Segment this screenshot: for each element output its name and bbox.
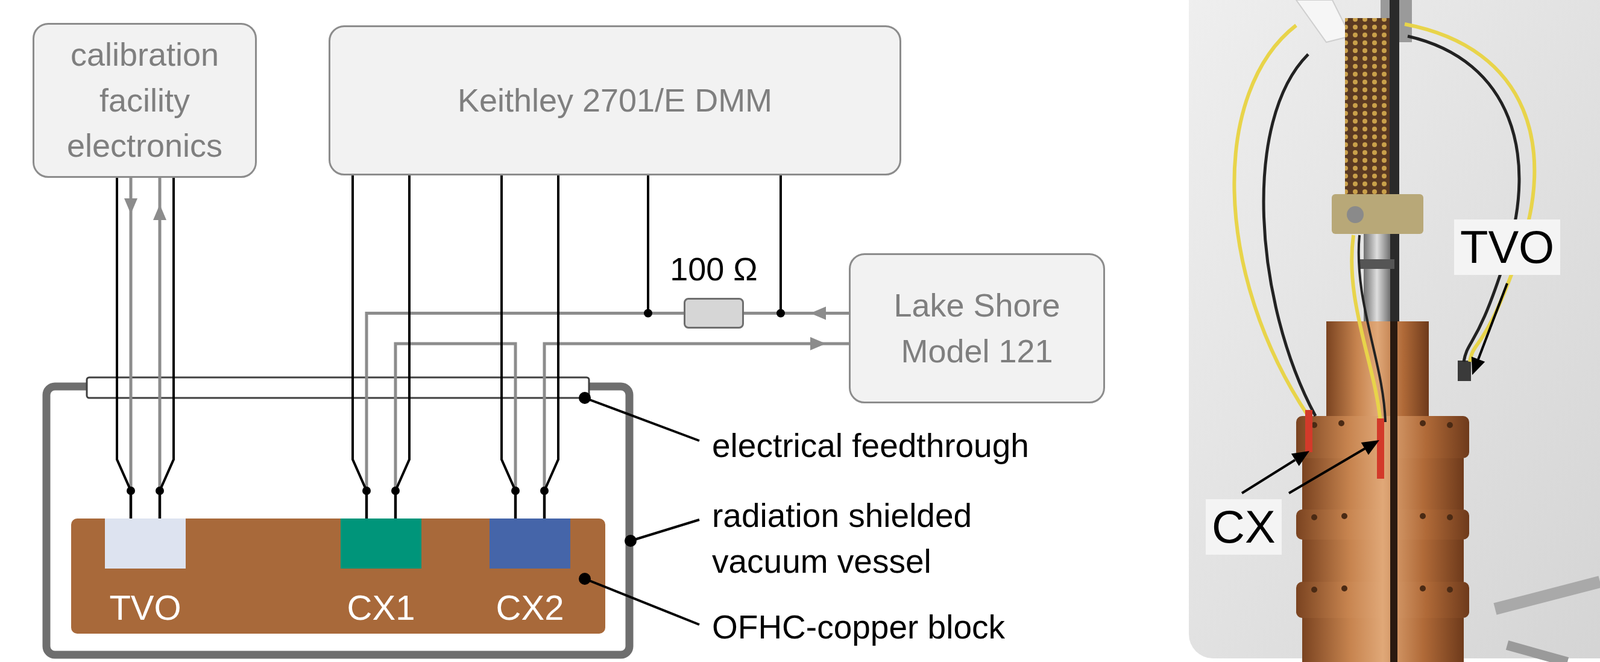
part-label: CX2 bbox=[496, 587, 565, 629]
part-label: CX1 bbox=[347, 587, 416, 629]
photo-label: TVO bbox=[1454, 219, 1561, 275]
arrow-head bbox=[124, 198, 138, 215]
feedthrough bbox=[86, 377, 589, 398]
arrow-head bbox=[810, 306, 826, 321]
box-label: calibration facility electronics bbox=[44, 31, 245, 169]
junction-dot bbox=[511, 486, 520, 495]
junction-dot bbox=[362, 486, 371, 495]
photo bbox=[1188, 0, 1600, 662]
voltage-wire bbox=[159, 177, 174, 519]
sensor-tvo: TVO bbox=[104, 518, 186, 569]
junction-dot bbox=[540, 486, 549, 495]
current-wires bbox=[130, 177, 849, 519]
junction-dot bbox=[126, 486, 136, 495]
wire-connector bbox=[743, 312, 849, 314]
voltage-wire bbox=[395, 175, 410, 519]
part-label: 100 Ω bbox=[669, 250, 758, 288]
junction-dot bbox=[155, 486, 164, 495]
voltage-wire bbox=[501, 175, 516, 519]
part-label: OFHC-copper block bbox=[711, 604, 1005, 651]
part-label: electrical feedthrough bbox=[711, 423, 1030, 470]
box-label: Keithley 2701/E DMM bbox=[457, 77, 773, 124]
resistor-symbol: 100 Ω bbox=[683, 297, 744, 329]
box-label: Lake Shore Model 121 bbox=[860, 282, 1093, 374]
wire-connector bbox=[395, 343, 516, 519]
current-wire bbox=[158, 177, 162, 519]
current-source-box: Lake Shore Model 121 bbox=[848, 253, 1106, 404]
voltage-wire bbox=[352, 175, 367, 519]
multimeter-box: Keithley 2701/E DMM bbox=[328, 25, 902, 176]
voltage-wire bbox=[116, 177, 131, 519]
sensor-cx: CX1 bbox=[340, 518, 422, 569]
voltage-wire bbox=[544, 175, 559, 519]
junction-dot bbox=[391, 486, 400, 495]
junction-dot bbox=[776, 309, 785, 318]
current-wire bbox=[129, 177, 133, 519]
junction-dot bbox=[643, 309, 653, 318]
current-wire bbox=[743, 311, 849, 315]
copper-block bbox=[71, 518, 606, 634]
electronics-box: calibration facility electronics bbox=[32, 22, 257, 178]
arrow-head bbox=[153, 204, 167, 221]
voltage-wire bbox=[646, 175, 650, 314]
current-wire bbox=[395, 343, 516, 519]
sensor-cx: CX2 bbox=[489, 518, 571, 569]
part-label: TVO bbox=[109, 587, 181, 629]
photo-label: CX bbox=[1205, 499, 1282, 555]
voltage-wire bbox=[779, 175, 782, 314]
wire-connector bbox=[130, 177, 160, 519]
leader-lines bbox=[579, 393, 700, 625]
part-label: radiation shielded vacuum vessel bbox=[711, 493, 1050, 585]
vacuum-vessel bbox=[46, 386, 630, 655]
voltage-wires bbox=[116, 175, 781, 519]
arrow-head bbox=[810, 337, 826, 351]
